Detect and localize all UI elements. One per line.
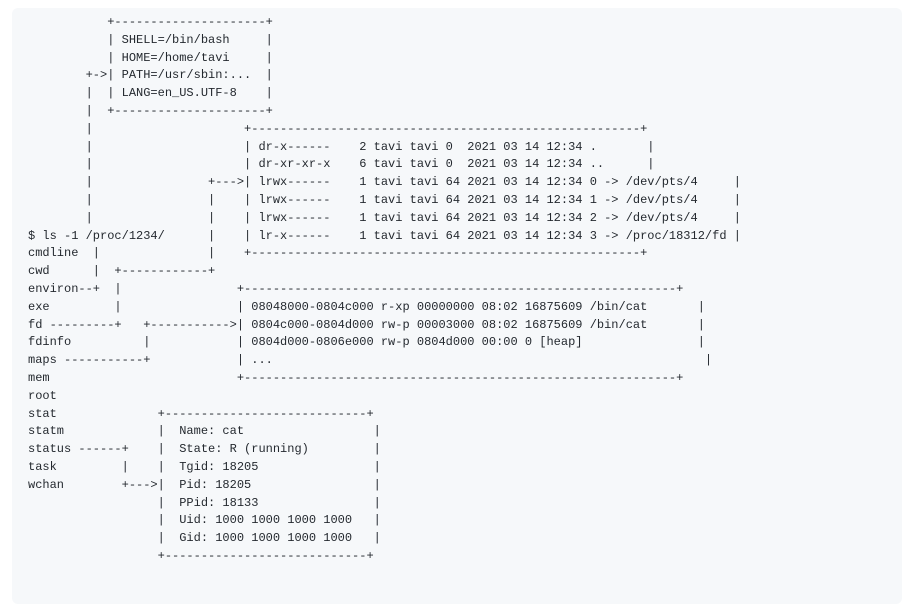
code-line: exe | | 08048000-0804c000 r-xp 00000000 … — [28, 299, 705, 314]
code-line: fd ---------+ +----------->| 0804c000-08… — [28, 317, 705, 332]
code-line: cmdline | | +---------------------------… — [28, 246, 648, 261]
code-line: $ ls -1 /proc/1234/ | | lr-x------ 1 tav… — [28, 228, 741, 243]
code-line: | Gid: 1000 1000 1000 1000 | — [28, 531, 381, 546]
code-line: | +-------------------------------------… — [28, 121, 648, 136]
code-line: environ--+ | +--------------------------… — [28, 281, 684, 296]
code-line: | | dr-xr-xr-x 6 tavi tavi 0 2021 03 14 … — [28, 157, 655, 172]
code-line: | SHELL=/bin/bash | — [28, 32, 273, 47]
code-line: task | | Tgid: 18205 | — [28, 459, 381, 474]
ascii-diagram: +---------------------+ | SHELL=/bin/bas… — [28, 14, 902, 566]
code-line: | | dr-x------ 2 tavi tavi 0 2021 03 14 … — [28, 139, 655, 154]
code-block: +---------------------+ | SHELL=/bin/bas… — [12, 8, 902, 604]
code-line: status ------+ | State: R (running) | — [28, 442, 381, 457]
code-line: | Uid: 1000 1000 1000 1000 | — [28, 513, 381, 528]
code-line: | +---------------------+ — [28, 103, 273, 118]
code-line: | HOME=/home/tavi | — [28, 50, 273, 65]
code-line: | | | lrwx------ 1 tavi tavi 64 2021 03 … — [28, 210, 741, 225]
code-line: cwd | +------------+ — [28, 264, 216, 279]
code-line: statm | Name: cat | — [28, 424, 381, 439]
code-line: mem +-----------------------------------… — [28, 370, 684, 385]
code-line: | PPid: 18133 | — [28, 495, 381, 510]
code-line: | | LANG=en_US.UTF-8 | — [28, 86, 273, 101]
code-line: wchan +--->| Pid: 18205 | — [28, 477, 381, 492]
code-line: +->| PATH=/usr/sbin:... | — [28, 68, 273, 83]
code-line: | | | lrwx------ 1 tavi tavi 64 2021 03 … — [28, 192, 741, 207]
code-line: maps -----------+ | ... | — [28, 353, 713, 368]
code-line: stat +----------------------------+ — [28, 406, 374, 421]
code-line: +---------------------+ — [28, 15, 273, 29]
code-line: fdinfo | | 0804d000-0806e000 rw-p 0804d0… — [28, 335, 705, 350]
code-line: | +--->| lrwx------ 1 tavi tavi 64 2021 … — [28, 175, 741, 190]
code-line: root — [28, 388, 57, 403]
code-line: +----------------------------+ — [28, 548, 374, 563]
